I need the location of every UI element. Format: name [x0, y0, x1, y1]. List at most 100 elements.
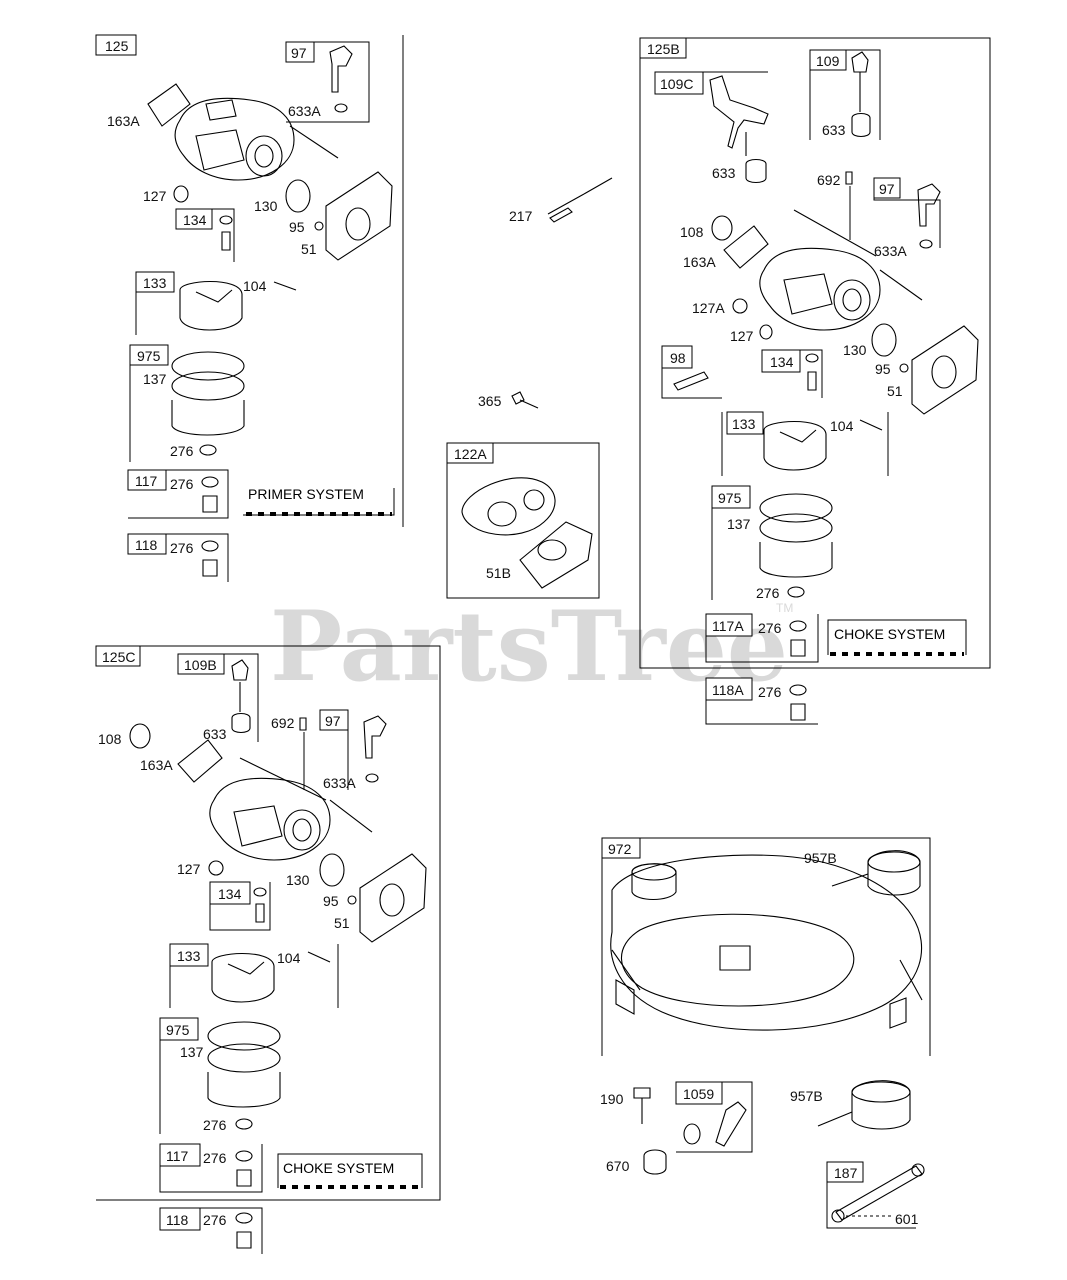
part-label-133[interactable]: 133	[143, 275, 167, 291]
part-label-276[interactable]: 276	[170, 476, 194, 492]
part-label-633a[interactable]: 633A	[323, 775, 356, 791]
part-label-365[interactable]: 365	[478, 393, 502, 409]
part-label-163a[interactable]: 163A	[107, 113, 140, 129]
part-label-127[interactable]: 127	[177, 861, 201, 877]
part-label-276[interactable]: 276	[170, 443, 194, 459]
part-label-130[interactable]: 130	[843, 342, 867, 358]
bolt-part	[633, 1087, 651, 1124]
part-label-957b[interactable]: 957B	[804, 850, 837, 866]
part-label-975[interactable]: 975	[166, 1022, 190, 1038]
part-label-127[interactable]: 127	[730, 328, 754, 344]
part-label-51b[interactable]: 51B	[486, 565, 511, 581]
part-label-117a[interactable]: 117A	[712, 618, 744, 634]
part-label-134[interactable]: 134	[770, 354, 794, 370]
part-label-118[interactable]: 118	[166, 1212, 189, 1228]
part-label-276[interactable]: 276	[203, 1117, 227, 1133]
fuel-cap-part	[831, 850, 921, 896]
part-label-276[interactable]: 276	[203, 1212, 227, 1228]
part-label-118a[interactable]: 118A	[712, 682, 744, 698]
part-label-98[interactable]: 98	[670, 350, 686, 366]
part-label-692[interactable]: 692	[817, 172, 841, 188]
diaphragm-part	[319, 853, 345, 887]
fuel-line-part	[831, 1163, 925, 1223]
part-label-633[interactable]: 633	[822, 122, 846, 138]
part-label-109c[interactable]: 109C	[660, 76, 693, 92]
part-label-134[interactable]: 134	[183, 212, 207, 228]
part-label-276[interactable]: 276	[758, 620, 782, 636]
part-label-276[interactable]: 276	[203, 1150, 227, 1166]
part-label-134[interactable]: 134	[218, 886, 242, 902]
needle-part	[253, 887, 267, 923]
part-label-104[interactable]: 104	[277, 950, 301, 966]
part-label-117[interactable]: 117	[166, 1148, 189, 1164]
part-label-1059[interactable]: 1059	[683, 1086, 714, 1102]
gasket-part	[911, 325, 979, 415]
gasket-part	[723, 225, 769, 269]
bowl-nut-part	[789, 684, 807, 721]
part-label-137[interactable]: 137	[143, 371, 167, 387]
part-label-633[interactable]: 633	[712, 165, 736, 181]
part-label-633[interactable]: 633	[203, 726, 227, 742]
group-label-125c[interactable]: 125C	[102, 649, 135, 665]
part-label-190[interactable]: 190	[600, 1091, 624, 1107]
choke-shaft-part	[231, 659, 251, 734]
part-label-633a[interactable]: 633A	[874, 243, 907, 259]
group-label-125b[interactable]: 125B	[647, 41, 680, 57]
part-label-127a[interactable]: 127A	[692, 300, 725, 316]
part-label-104[interactable]: 104	[830, 418, 854, 434]
part-label-97[interactable]: 97	[291, 45, 307, 61]
part-label-97[interactable]: 97	[325, 713, 341, 729]
part-label-163a[interactable]: 163A	[140, 757, 173, 773]
part-label-276[interactable]: 276	[756, 585, 780, 601]
linkage-rod-part	[547, 177, 613, 223]
part-label-957b[interactable]: 957B	[790, 1088, 823, 1104]
group-125: 125 97 633A 163A 127 134 130	[95, 34, 404, 582]
group-label-972[interactable]: 972	[608, 841, 632, 857]
part-label-217[interactable]: 217	[509, 208, 533, 224]
part-label-127[interactable]: 127	[143, 188, 167, 204]
part-label-95[interactable]: 95	[875, 361, 891, 377]
group-125c: 125C 109B 108 633 692 97 633A 163A	[95, 645, 441, 1254]
part-label-95[interactable]: 95	[289, 219, 305, 235]
primer-part	[917, 183, 941, 249]
group-label-125[interactable]: 125	[105, 38, 129, 54]
part-label-97[interactable]: 97	[879, 181, 895, 197]
part-label-108[interactable]: 108	[680, 224, 704, 240]
part-label-133[interactable]: 133	[732, 416, 756, 432]
part-label-118[interactable]: 118	[135, 537, 158, 553]
part-label-130[interactable]: 130	[254, 198, 278, 214]
part-label-117[interactable]: 117	[135, 473, 158, 489]
part-label-276[interactable]: 276	[170, 540, 194, 556]
part-label-276[interactable]: 276	[758, 684, 782, 700]
part-label-51[interactable]: 51	[887, 383, 903, 399]
part-label-137[interactable]: 137	[727, 516, 751, 532]
part-label-163a[interactable]: 163A	[683, 254, 716, 270]
bowl-part	[171, 351, 245, 436]
primer-bulb-part	[329, 45, 353, 113]
part-label-133[interactable]: 133	[177, 948, 201, 964]
part-label-601[interactable]: 601	[895, 1211, 919, 1227]
part-label-187[interactable]: 187	[834, 1165, 858, 1181]
part-label-975[interactable]: 975	[718, 490, 742, 506]
group-label-122a[interactable]: 122A	[454, 446, 487, 462]
part-label-109b[interactable]: 109B	[184, 657, 217, 673]
part-label-670[interactable]: 670	[606, 1158, 630, 1174]
part-label-95[interactable]: 95	[323, 893, 339, 909]
part-label-51[interactable]: 51	[301, 241, 317, 257]
spacer-part	[643, 1149, 667, 1175]
gasket-part	[177, 739, 223, 783]
part-label-975[interactable]: 975	[137, 348, 161, 364]
choke-system-tag-125b: CHOKE SYSTEM	[827, 619, 967, 656]
part-label-692[interactable]: 692	[271, 715, 295, 731]
part-label-130[interactable]: 130	[286, 872, 310, 888]
part-label-633a[interactable]: 633A	[288, 103, 321, 119]
choke-system-label: CHOKE SYSTEM	[834, 626, 945, 642]
part-label-108[interactable]: 108	[98, 731, 122, 747]
part-label-109[interactable]: 109	[816, 53, 840, 69]
part-label-104[interactable]: 104	[243, 278, 267, 294]
group-972: 972 957B	[601, 837, 931, 1056]
part-label-51[interactable]: 51	[334, 915, 350, 931]
part-label-137[interactable]: 137	[180, 1044, 204, 1060]
bowl-part	[759, 493, 833, 578]
carburetor-part	[209, 757, 373, 861]
